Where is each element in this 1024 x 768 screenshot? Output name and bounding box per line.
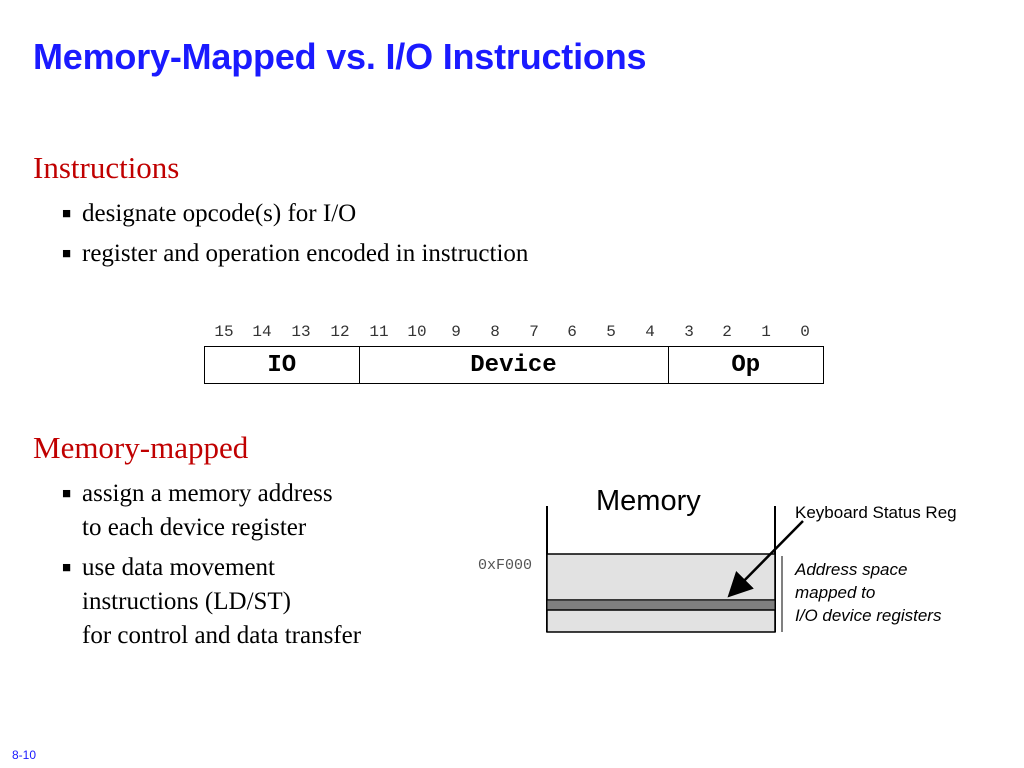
bit-number: 4 [645,323,655,341]
note-line: Address space [794,560,907,579]
note-line: I/O device registers [795,606,942,625]
memory-title: Memory [596,485,701,517]
memory-io-region [546,553,776,601]
field-io: IO [205,347,360,383]
bit-number: 7 [529,323,539,341]
bullet-item: ■ assign a memory address to each device… [62,477,333,545]
section-heading-instructions: Instructions [33,150,180,185]
field-device: Device [360,347,669,383]
bit-number: 11 [369,323,389,341]
bullet-square-icon: ■ [62,560,72,576]
keyboard-status-register [546,599,776,611]
bit-number: 1 [761,323,771,341]
bullet-item: ■ designate opcode(s) for I/O [62,197,356,231]
bullet-text: designate opcode(s) for I/O [82,200,357,227]
bit-number: 10 [407,323,427,341]
bit-number: 13 [291,323,311,341]
slide-number: 8-10 [12,748,37,762]
bit-number: 14 [252,323,272,341]
address-label: 0xF000 [478,557,532,574]
field-op: Op [731,351,761,379]
bullet-item: ■ use data movement instructions (LD/ST)… [62,551,361,653]
bit-number: 9 [451,323,461,341]
bullet-text: register and operation encoded in instru… [82,240,529,267]
bit-number: 5 [606,323,616,341]
bullet-item: ■ register and operation encoded in inst… [62,237,528,271]
instruction-format-box: IO Device Op [204,346,824,384]
note-line: mapped to [795,583,875,602]
bit-number-row: 15 14 13 12 11 10 9 8 7 6 5 4 3 2 1 0 [205,323,825,345]
bullet-square-icon: ■ [62,486,72,502]
section-heading-memory-mapped: Memory-mapped [33,430,249,465]
slide-title: Memory-Mapped vs. I/O Instructions [33,36,647,77]
bullet-square-icon: ■ [62,246,72,262]
bit-number: 2 [722,323,732,341]
bit-number: 15 [214,323,234,341]
bit-number: 0 [800,323,810,341]
memory-io-region-lower [546,609,776,633]
bullet-square-icon: ■ [62,206,72,222]
keyboard-status-label: Keyboard Status Reg [795,503,957,522]
pointer-arrow [727,520,804,598]
bullet-text: assign a memory address to each device r… [82,480,333,541]
bit-number: 3 [684,323,694,341]
bit-number: 12 [330,323,350,341]
bullet-text: use data movement instructions (LD/ST) f… [82,554,362,649]
bit-number: 8 [490,323,500,341]
bit-number: 6 [567,323,577,341]
